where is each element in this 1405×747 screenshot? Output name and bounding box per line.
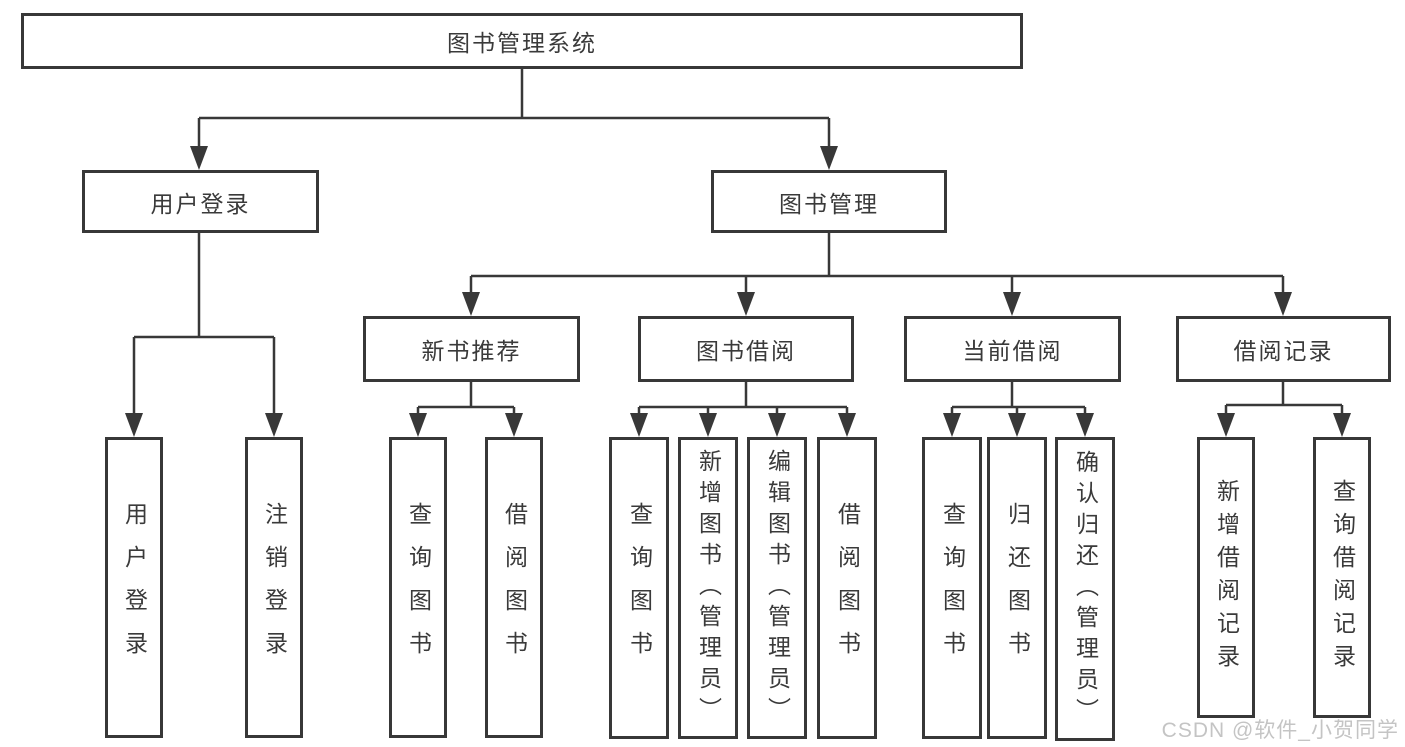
node-label: 图书管理系统	[447, 30, 597, 56]
leaf-query-books: 查询图书	[389, 437, 447, 738]
node-label: 图书管理	[779, 190, 879, 217]
leaf-label: 新增借阅记录	[1213, 478, 1240, 677]
leaf-edit-books-admin: 编辑图书（管理员）	[747, 437, 807, 739]
leaf-query-borrow-record: 查询借阅记录	[1313, 437, 1371, 718]
leaf-label: 借阅图书	[501, 501, 528, 674]
leaf-label: 编辑图书（管理员）	[764, 448, 791, 728]
leaf-query-books: 查询图书	[609, 437, 669, 739]
node-current-borrow: 当前借阅	[904, 316, 1121, 382]
leaf-label: 查询图书	[405, 501, 432, 674]
csdn-watermark: CSDN @软件_小贺同学	[1161, 719, 1399, 742]
leaf-borrow-books: 借阅图书	[817, 437, 877, 739]
leaf-label: 查询图书	[626, 502, 653, 674]
leaf-label: 新增图书（管理员）	[695, 448, 722, 728]
leaf-add-borrow-record: 新增借阅记录	[1197, 437, 1255, 718]
leaf-label: 确认归还（管理员）	[1072, 449, 1099, 729]
node-borrow-record: 借阅记录	[1176, 316, 1391, 382]
node-label: 借阅记录	[1233, 338, 1334, 364]
leaf-confirm-return-admin: 确认归还（管理员）	[1055, 437, 1115, 741]
leaf-query-books: 查询图书	[922, 437, 982, 739]
node-library-management-system: 图书管理系统	[21, 13, 1023, 69]
leaf-label: 用户登录	[121, 501, 148, 674]
leaf-label: 查询图书	[939, 502, 966, 674]
leaf-user-login: 用户登录	[105, 437, 163, 738]
leaf-borrow-books: 借阅图书	[485, 437, 543, 738]
node-label: 新书推荐	[421, 338, 522, 364]
leaf-return-books: 归还图书	[987, 437, 1047, 739]
node-label: 图书借阅	[696, 338, 796, 364]
node-book-borrow: 图书借阅	[638, 316, 854, 382]
leaf-logout: 注销登录	[245, 437, 303, 738]
leaf-label: 归还图书	[1004, 502, 1031, 674]
leaf-label: 查询借阅记录	[1329, 478, 1356, 677]
node-book-management: 图书管理	[711, 170, 947, 233]
node-label: 当前借阅	[962, 338, 1063, 364]
leaf-label: 注销登录	[261, 501, 288, 674]
leaf-label: 借阅图书	[834, 502, 861, 674]
leaf-add-books-admin: 新增图书（管理员）	[678, 437, 738, 739]
node-new-book-recommend: 新书推荐	[363, 316, 580, 382]
node-user-login: 用户登录	[82, 170, 319, 233]
node-label: 用户登录	[150, 190, 251, 217]
